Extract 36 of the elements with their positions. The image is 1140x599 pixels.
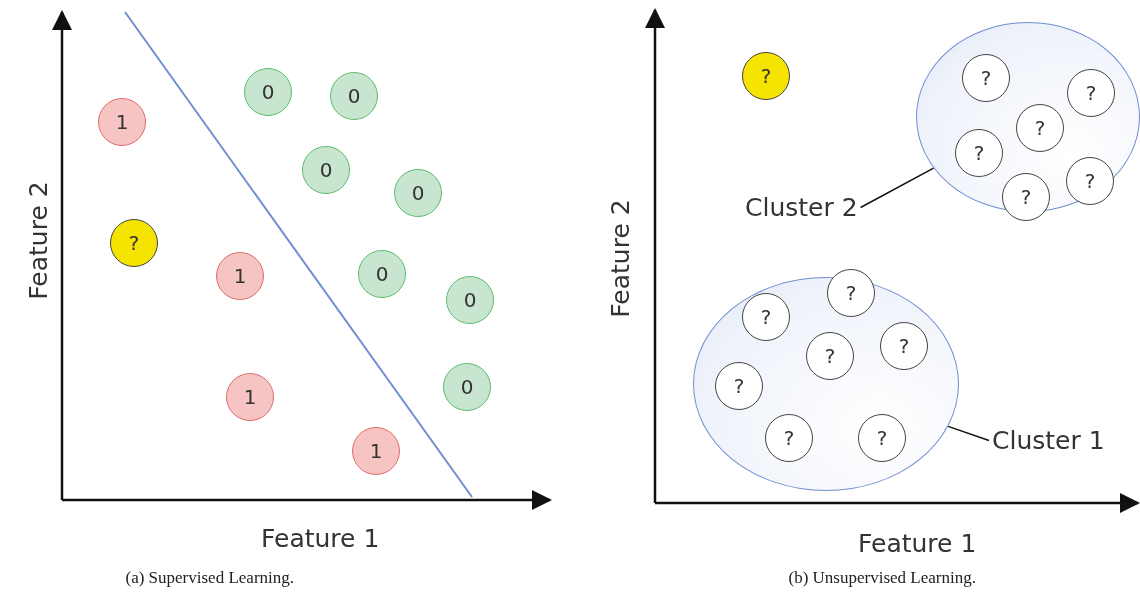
axis-label: Feature 2 [23, 180, 53, 300]
data-point: 0 [443, 363, 491, 411]
data-point: ? [806, 332, 854, 380]
data-point: ? [880, 322, 928, 370]
data-point: ? [742, 293, 790, 341]
data-point: ? [1067, 69, 1115, 117]
cluster-label: Cluster 1 [992, 426, 1105, 455]
data-point: ? [742, 52, 790, 100]
data-point: 0 [244, 68, 292, 116]
data-point: ? [1066, 157, 1114, 205]
leader-line [859, 167, 935, 209]
data-point: ? [962, 54, 1010, 102]
cluster-label: Cluster 2 [745, 193, 858, 222]
axis-label: Feature 1 [858, 528, 977, 558]
data-point: 1 [98, 98, 146, 146]
axis-label: Feature 2 [605, 198, 635, 318]
data-point: ? [715, 362, 763, 410]
data-point: ? [858, 414, 906, 462]
data-point: ? [1002, 173, 1050, 221]
figure-caption: (a) Supervised Learning. [125, 568, 295, 588]
data-point: 1 [216, 252, 264, 300]
data-point: 1 [352, 427, 400, 475]
data-point: ? [110, 219, 158, 267]
figure-caption: (b) Unsupervised Learning. [788, 568, 976, 588]
data-point: ? [955, 129, 1003, 177]
data-point: ? [765, 414, 813, 462]
data-point: ? [1016, 104, 1064, 152]
data-point: 0 [394, 169, 442, 217]
data-point: 0 [446, 276, 494, 324]
data-point: 1 [226, 373, 274, 421]
data-point: 0 [302, 146, 350, 194]
data-point: 0 [358, 250, 406, 298]
axis-label: Feature 1 [261, 523, 380, 553]
data-point: ? [827, 269, 875, 317]
data-point: 0 [330, 72, 378, 120]
leader-line [947, 425, 990, 442]
